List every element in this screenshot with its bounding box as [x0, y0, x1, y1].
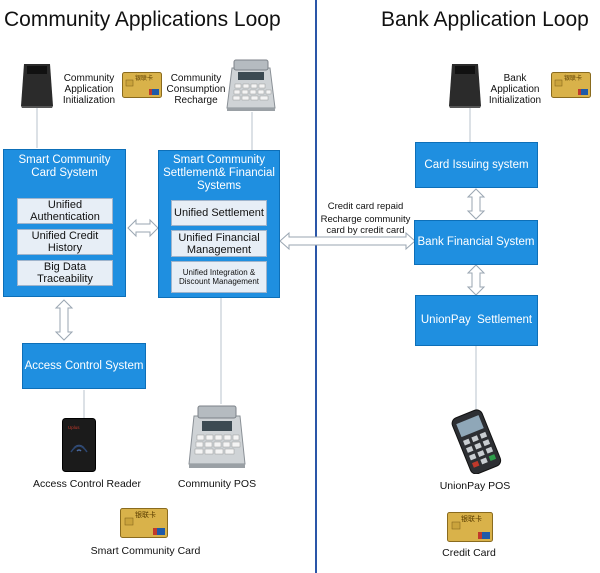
bank-card-icon: 银联卡	[551, 72, 591, 98]
card-reader-device	[448, 62, 482, 108]
box-title: Card Issuing system	[424, 158, 529, 171]
unionpay-pos-label: UnionPay POS	[439, 480, 511, 492]
community-pos-device	[188, 404, 246, 470]
settlement-financial-systems-box: Smart Community Settlement& Financial Sy…	[158, 150, 280, 298]
unified-credit-history-item: Unified Credit History	[17, 229, 113, 255]
community-init-label: Community Application Initialization	[62, 73, 116, 106]
double-arrow-v	[466, 188, 486, 220]
unified-financial-management-item: Unified Financial Management	[171, 230, 267, 257]
community-pos-label: Community POS	[177, 478, 257, 490]
access-control-system-box: Access Control System	[22, 343, 146, 389]
community-recharge-label: Community Consumption Recharge	[166, 73, 226, 106]
credit-card-repaid-label: Credit card repaid	[327, 201, 404, 212]
unionpay-pos-device	[446, 408, 506, 474]
smart-community-card-label: Smart Community Card	[90, 545, 201, 557]
double-arrow-h	[127, 218, 159, 238]
bank-financial-system-box: Bank Financial System	[414, 220, 538, 265]
access-control-reader-device: Uplus	[62, 418, 96, 472]
unified-settlement-item: Unified Settlement	[171, 200, 267, 226]
double-arrow-v	[466, 264, 486, 296]
box-title: Bank Financial System	[417, 236, 535, 248]
box-title: Smart Community Card System	[18, 154, 111, 179]
credit-card-label: Credit Card	[442, 547, 496, 559]
credit-card-icon: 银联卡	[447, 512, 493, 542]
unionpay-settlement-box: UnionPay Settlement	[415, 295, 538, 346]
bank-card-icon: 银联卡	[122, 72, 162, 98]
pos-terminal-device	[226, 58, 276, 112]
card-reader-device	[20, 62, 54, 108]
recharge-community-card-label: Recharge community card by credit card	[320, 214, 411, 236]
access-control-reader-label: Access Control Reader	[33, 478, 141, 490]
unified-integration-item: Unified Integration & Discount Managemen…	[171, 261, 267, 293]
box-title: UnionPay Settlement	[420, 314, 533, 326]
big-data-traceability-item: Big Data Traceability	[17, 260, 113, 286]
unified-authentication-item: Unified Authentication	[17, 198, 113, 224]
bank-init-label: Bank Application Initialization	[488, 73, 542, 106]
box-title: Access Control System	[24, 359, 144, 372]
card-issuing-system-box: Card Issuing system	[415, 142, 538, 188]
bank-loop-title: Bank Application Loop	[381, 8, 589, 31]
smart-community-card-icon: 银联卡	[120, 508, 168, 538]
double-arrow-v	[54, 299, 74, 341]
box-title: Smart Community Settlement& Financial Sy…	[163, 154, 275, 192]
reader-brand: Uplus	[68, 425, 80, 430]
smart-community-card-system-box: Smart Community Card System Unified Auth…	[3, 149, 126, 297]
community-loop-title: Community Applications Loop	[4, 8, 281, 31]
